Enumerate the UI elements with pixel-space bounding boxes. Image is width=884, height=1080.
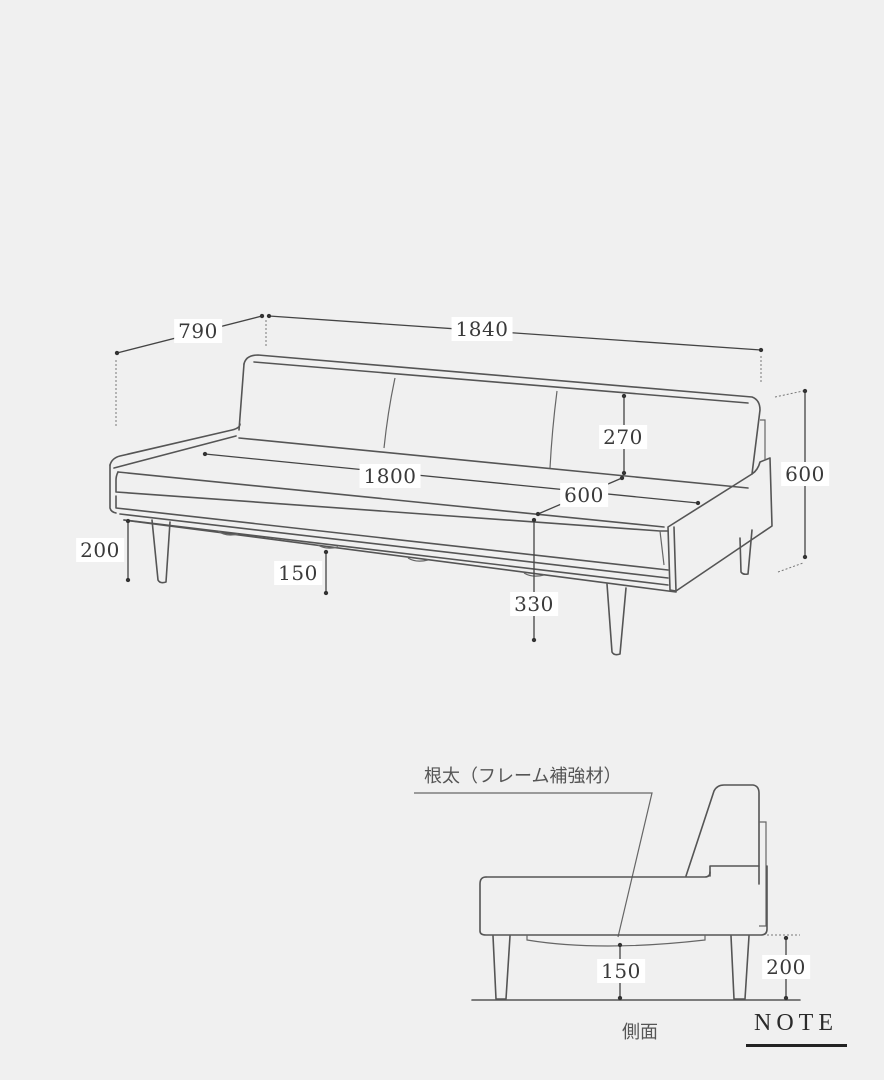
- note-heading: NOTE: [754, 1010, 838, 1036]
- frame-reinforcement-callout: 根太（フレーム補強材）: [424, 766, 622, 787]
- dimension-overall-height-label: 600: [781, 462, 829, 486]
- dimension-backrest-height-label: 270: [599, 425, 647, 449]
- dimension-seat-width-label: 1800: [359, 464, 421, 488]
- dimension-leg-height-label: 200: [76, 538, 124, 562]
- side-leg-height-label: 200: [762, 955, 810, 979]
- side-view-caption: 側面: [622, 1022, 658, 1043]
- dimension-overall-width-label: 1840: [451, 317, 513, 341]
- note-underline: [746, 1044, 847, 1047]
- dimension-depth-label: 790: [174, 319, 222, 343]
- dimension-seat-depth-label: 600: [560, 483, 608, 507]
- sofa-perspective-view: [109, 313, 808, 656]
- side-frame-clearance-label: 150: [597, 959, 645, 983]
- dimension-frame-clearance-label: 150: [274, 561, 322, 585]
- dimension-seat-height-label: 330: [510, 592, 558, 616]
